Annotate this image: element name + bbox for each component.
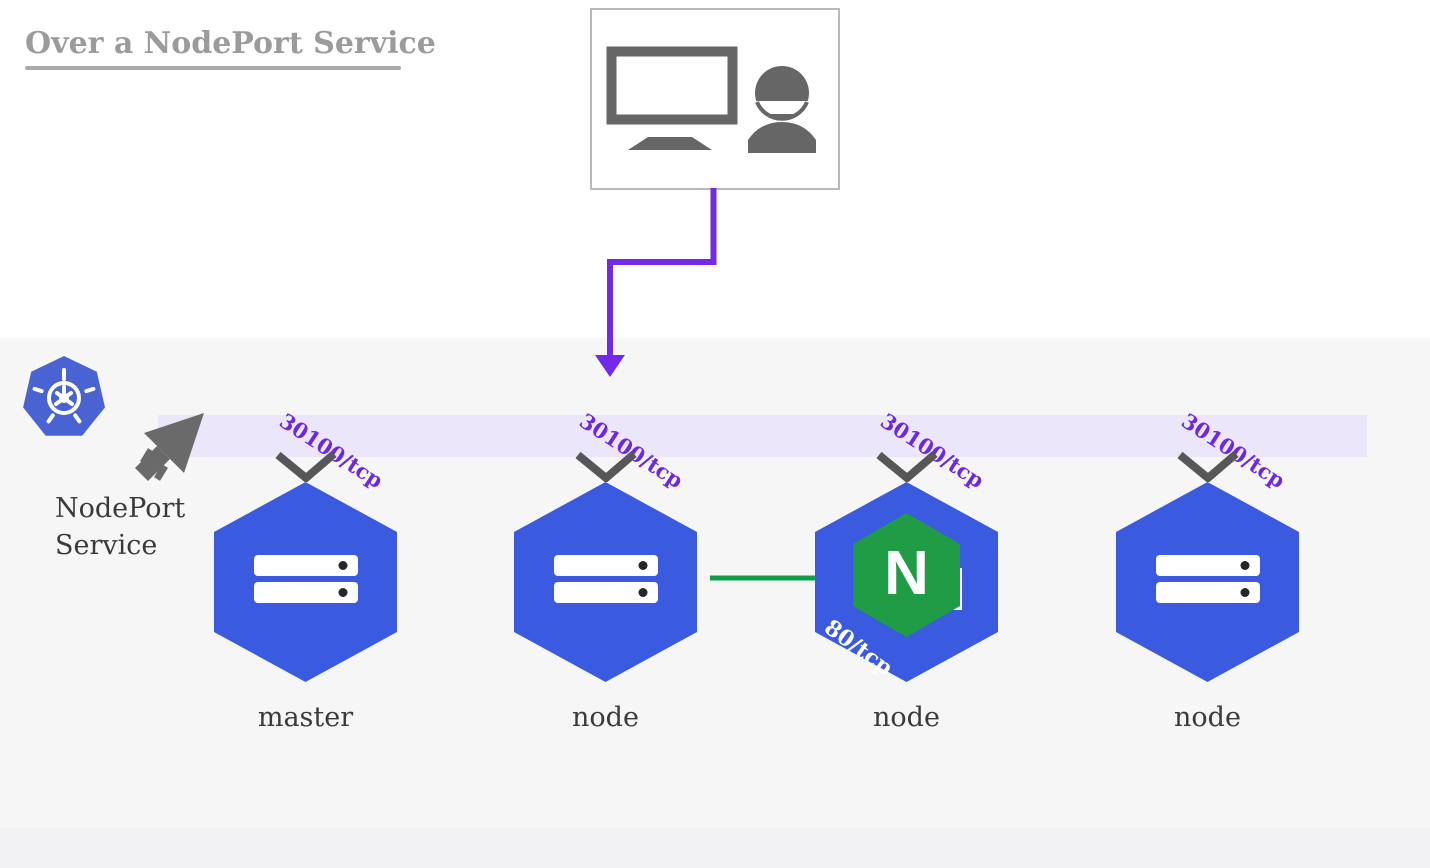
node-name-label: node — [572, 702, 639, 733]
node-2: 30100/tcp node — [514, 400, 697, 748]
nginx-logo-letter: N — [884, 538, 929, 608]
chevron-down-icon — [574, 450, 637, 482]
server-icon — [253, 555, 358, 603]
node-3-nginx: 30100/tcp N 80/tcp node — [815, 400, 998, 748]
node-4: 30100/tcp node — [1116, 400, 1299, 748]
client-workstation-box — [590, 8, 840, 190]
gray-cursor-arrow — [135, 413, 204, 481]
chevron-down-icon — [875, 450, 938, 482]
user-icon — [748, 66, 816, 153]
nodeport-service-label-line2: Service — [55, 530, 158, 561]
page-title: Over a NodePort Service — [25, 26, 436, 61]
server-icon — [553, 555, 658, 603]
monitor-icon — [606, 46, 738, 150]
kubernetes-logo — [23, 356, 106, 436]
title-underline — [25, 66, 401, 70]
nginx-logo: N — [853, 513, 960, 637]
node-name-label: node — [873, 702, 940, 733]
server-icon — [1155, 555, 1260, 603]
client-traffic-arrow — [595, 188, 717, 377]
footer-background — [0, 828, 1430, 868]
node-master: 30100/tcp master — [214, 400, 397, 748]
node-name-label: master — [257, 702, 354, 733]
nodeport-service-label-line1: NodePort — [55, 493, 186, 524]
chevron-down-icon — [274, 450, 337, 482]
chevron-down-icon — [1176, 450, 1239, 482]
nodeport-service-label: NodePort Service — [55, 490, 185, 564]
node-name-label: node — [1174, 702, 1241, 733]
nodeport-band — [158, 415, 1367, 457]
